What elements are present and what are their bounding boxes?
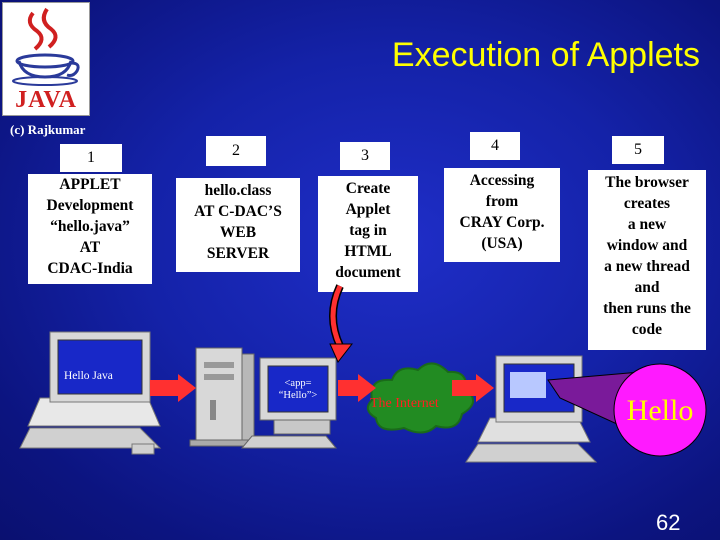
- hello-output-text: Hello: [626, 394, 694, 427]
- logo-text: JAVA: [15, 87, 77, 113]
- step-5-line: a new: [627, 216, 667, 233]
- hello-output-circle: [613, 363, 707, 457]
- page-number: 62: [656, 510, 681, 535]
- step-5-line: a new thread: [604, 258, 690, 275]
- applet-tag-line: “Hello”>: [278, 390, 318, 401]
- step-5-line: window and: [606, 237, 688, 254]
- step-5-text: The browser creates a new window and a n…: [588, 170, 706, 350]
- arrow-dev-to-server: [150, 374, 196, 402]
- step-3-line: Create: [345, 180, 391, 197]
- internet-label: The Internet: [370, 396, 439, 411]
- step-5-line: code: [631, 321, 663, 338]
- server-monitor-icon: [240, 357, 338, 449]
- applet-tag-text: <app= “Hello”>: [272, 378, 324, 402]
- step-4-line: Accessing: [469, 172, 535, 189]
- arrow-tag-to-server: [329, 284, 354, 363]
- step-1-line: Development: [46, 197, 134, 214]
- step-1-number: 1: [60, 144, 122, 172]
- step-1-line: AT: [79, 239, 101, 256]
- step-4-line: (USA): [481, 235, 523, 252]
- step-2-number: 2: [206, 136, 266, 166]
- step-1-line: “hello.java”: [50, 218, 130, 235]
- developer-computer-icon: [19, 331, 162, 455]
- step-3-line: tag in: [349, 222, 387, 239]
- step-1-line: APPLET: [59, 176, 121, 193]
- step-4-line: from: [485, 193, 519, 210]
- arrow-internet-to-client: [452, 374, 494, 402]
- step-2-text: hello.class AT C-DAC’S WEB SERVER: [176, 178, 300, 272]
- step-2-line: hello.class: [204, 182, 272, 199]
- step-3-text: Create Applet tag in HTML document: [318, 176, 418, 292]
- step-5-number: 5: [612, 136, 664, 164]
- step-5-line: then runs the: [603, 300, 691, 317]
- page-title: Execution of Applets: [391, 36, 700, 74]
- client-computer-icon: [465, 355, 598, 463]
- developer-screen-text: Hello Java: [64, 370, 113, 382]
- step-5-line: creates: [623, 195, 671, 212]
- step-2-line: SERVER: [206, 245, 270, 262]
- step-2-line: AT C-DAC’S: [194, 203, 282, 220]
- step-4-text: Accessing from CRAY Corp. (USA): [444, 168, 560, 262]
- step-3-line: Applet: [345, 201, 391, 218]
- step-5-line: and: [634, 279, 660, 296]
- step-2-line: WEB: [219, 224, 257, 241]
- step-1-text: APPLET Development “hello.java” AT CDAC-…: [28, 174, 152, 284]
- step-4-line: CRAY Corp.: [459, 214, 545, 231]
- credit: (c) Rajkumar: [10, 122, 86, 137]
- step-1-line: CDAC-India: [47, 260, 133, 277]
- web-server-icon: [189, 347, 261, 447]
- step-3-line: document: [335, 264, 401, 281]
- step-5-line: The browser: [605, 174, 689, 191]
- step-3-line: HTML: [344, 243, 392, 260]
- step-4-number: 4: [470, 132, 520, 160]
- coffee-cup-icon: [12, 7, 80, 86]
- applet-tag-line: <app=: [284, 378, 312, 389]
- arrow-server-to-internet: [338, 374, 376, 402]
- step-3-number: 3: [340, 142, 390, 170]
- java-logo: JAVA: [2, 2, 90, 116]
- internet-cloud-icon: [366, 362, 474, 434]
